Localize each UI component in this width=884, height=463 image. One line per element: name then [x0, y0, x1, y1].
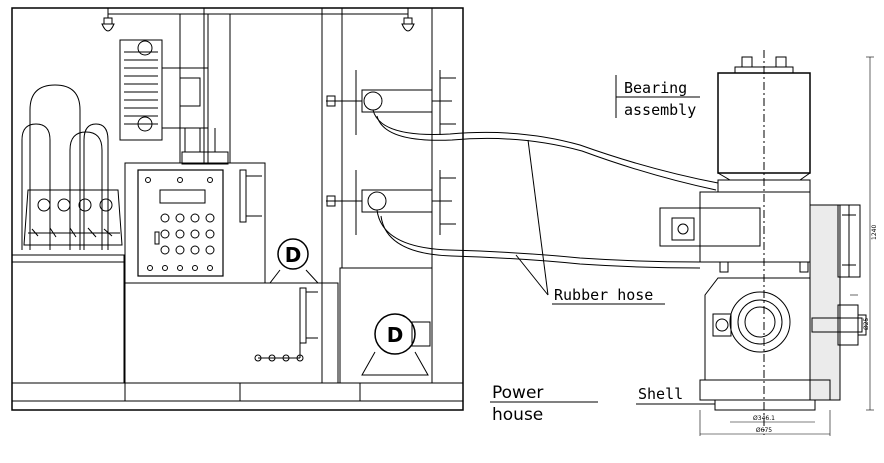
hose-reel-bottom: [326, 170, 456, 235]
label-bearing-line1: Bearing: [624, 79, 687, 97]
motor-small-label: D: [285, 243, 302, 267]
hydraulic-tank: [124, 162, 266, 284]
label-rubber-hose: Rubber hose: [554, 286, 653, 304]
label-power-line2: house: [492, 405, 543, 425]
hose-reel-top: [326, 70, 456, 135]
rubber-hoses: [372, 109, 719, 296]
motor-small: D: [268, 238, 320, 284]
label-bearing-line2: assembly: [624, 101, 696, 119]
gauge-panel: [23, 189, 123, 246]
lamp-left: [101, 8, 115, 32]
dim-inner-diameter: Ø346.1: [753, 415, 775, 422]
valve-manifold: [254, 340, 304, 362]
dim-height: 1240: [871, 225, 878, 240]
dim-side: Ø25: [863, 317, 870, 330]
motor-large: D: [339, 267, 433, 384]
label-shell: Shell: [638, 385, 683, 403]
gas-bottles: [21, 84, 109, 250]
callouts: [490, 75, 715, 405]
rotating-head: Ø346.1 Ø675 1240 Ø25: [659, 50, 878, 436]
motor-large-label: D: [387, 323, 404, 347]
filter-block: [161, 67, 209, 129]
dim-outer-diameter: Ø675: [756, 427, 772, 434]
label-power-line1: Power: [492, 383, 543, 403]
power-house: D D: [11, 7, 464, 411]
lower-tank: [124, 282, 339, 384]
lamp-right: [401, 8, 415, 32]
base-block-left: [11, 254, 125, 384]
radiator: [119, 39, 163, 141]
